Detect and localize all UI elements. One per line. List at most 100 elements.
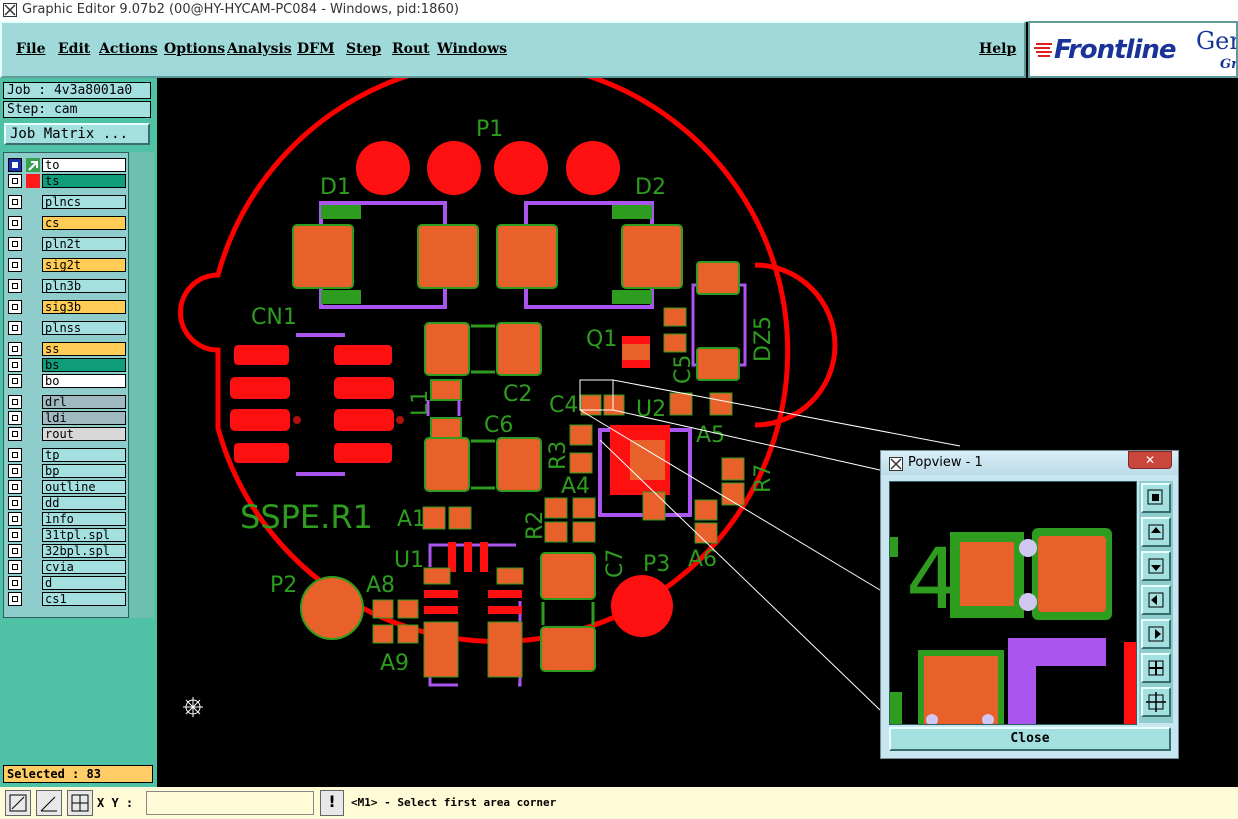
- menu-help[interactable]: Help: [979, 41, 1017, 57]
- line-mode-icon[interactable]: [5, 790, 31, 816]
- brand-gro: Gro: [1220, 57, 1238, 72]
- layer-color-swatch[interactable]: [26, 174, 40, 188]
- layer-name[interactable]: bp: [42, 464, 126, 478]
- popview-pan-up-icon[interactable]: [1141, 517, 1171, 547]
- layer-name[interactable]: plnss: [42, 321, 126, 335]
- checkbox-mark-icon: [12, 596, 18, 602]
- layer-name[interactable]: pln2t: [42, 237, 126, 251]
- layer-name[interactable]: dd: [42, 496, 126, 510]
- grid-snap-icon[interactable]: [67, 790, 93, 816]
- layer-name[interactable]: drl: [42, 395, 126, 409]
- brand-logo: Frontline Gen Gro: [1028, 21, 1238, 78]
- pcb-label-u2: U2: [636, 397, 666, 422]
- popview-close-button[interactable]: Close: [889, 727, 1171, 751]
- pcb-label-c5: C5: [671, 355, 696, 384]
- menu-step[interactable]: Step: [346, 41, 382, 57]
- layer-checkbox[interactable]: [8, 300, 22, 314]
- layer-checkbox[interactable]: [8, 395, 22, 409]
- layer-name[interactable]: d: [42, 576, 126, 590]
- checkbox-mark-icon: [12, 516, 18, 522]
- layer-name[interactable]: sig2t: [42, 258, 126, 272]
- layer-name[interactable]: cs1: [42, 592, 126, 606]
- layer-checkbox[interactable]: [8, 279, 22, 293]
- layer-name[interactable]: ss: [42, 342, 126, 356]
- layer-checkbox[interactable]: [8, 358, 22, 372]
- layer-name[interactable]: bs: [42, 358, 126, 372]
- checkbox-mark-icon: [12, 304, 18, 310]
- layer-checkbox[interactable]: [8, 496, 22, 510]
- menu-file[interactable]: File: [16, 41, 46, 57]
- popview-pan-left-icon[interactable]: [1141, 585, 1171, 615]
- layer-checkbox[interactable]: [8, 576, 22, 590]
- layer-checkbox[interactable]: [8, 448, 22, 462]
- layer-name[interactable]: cs: [42, 216, 126, 230]
- layer-checkbox[interactable]: [8, 342, 22, 356]
- menu-edit[interactable]: Edit: [58, 41, 91, 57]
- app-icon: [3, 3, 17, 17]
- layer-checkbox[interactable]: [8, 158, 22, 172]
- pcb-label-r3: R3: [546, 441, 571, 470]
- pcb-label-sspe: SSPE.R1: [240, 498, 373, 536]
- layer-checkbox[interactable]: [8, 374, 22, 388]
- layer-name[interactable]: 31tpl.spl: [42, 528, 126, 542]
- layer-name[interactable]: ts: [42, 174, 126, 188]
- layer-checkbox[interactable]: [8, 560, 22, 574]
- menu-analysis[interactable]: Analysis: [227, 41, 292, 57]
- layer-checkbox[interactable]: [8, 411, 22, 425]
- job-matrix-button[interactable]: Job Matrix ...: [4, 123, 150, 145]
- checkbox-mark-icon: [12, 283, 18, 289]
- speed-lines-icon: [1034, 43, 1052, 57]
- popview-pan-right-icon[interactable]: [1141, 619, 1171, 649]
- layer-name[interactable]: sig3b: [42, 300, 126, 314]
- pcb-view[interactable]: P1 D1 D2 CN1 Q1 C5 DZ5 L1 C2 C4 U2 C6 R3…: [157, 59, 1238, 787]
- layer-name[interactable]: 32bpl.spl: [42, 544, 126, 558]
- layer-checkbox[interactable]: [8, 258, 22, 272]
- layer-name[interactable]: ldi: [42, 411, 126, 425]
- checkbox-mark-icon: [12, 346, 18, 352]
- layer-checkbox[interactable]: [8, 592, 22, 606]
- menu-windows[interactable]: Windows: [437, 41, 508, 57]
- layer-list-scrollbar[interactable]: [130, 152, 154, 618]
- layer-name[interactable]: plncs: [42, 195, 126, 209]
- layer-checkbox[interactable]: [8, 544, 22, 558]
- brand-gen: Gen: [1196, 27, 1236, 55]
- layer-name[interactable]: rout: [42, 427, 126, 441]
- layer-checkbox[interactable]: [8, 195, 22, 209]
- menu-dfm[interactable]: DFM: [297, 41, 335, 57]
- layer-checkbox[interactable]: [8, 464, 22, 478]
- layer-checkbox[interactable]: [8, 174, 22, 188]
- layer-name[interactable]: info: [42, 512, 126, 526]
- popview-zoom-fit-icon[interactable]: [1141, 483, 1171, 513]
- layer-select-arrow-icon[interactable]: [26, 158, 40, 172]
- xy-input[interactable]: [146, 791, 314, 815]
- menu-actions[interactable]: Actions: [99, 41, 158, 57]
- layer-checkbox[interactable]: [8, 512, 22, 526]
- layer-name[interactable]: cvia: [42, 560, 126, 574]
- popview-toolbar: [1139, 481, 1173, 723]
- menu-rout[interactable]: Rout: [392, 41, 430, 57]
- angle-mode-icon[interactable]: [36, 790, 62, 816]
- menu-options[interactable]: Options: [164, 41, 226, 57]
- pcb-label-d2: D2: [635, 175, 666, 200]
- layer-name[interactable]: outline: [42, 480, 126, 494]
- layer-name[interactable]: pln3b: [42, 279, 126, 293]
- popview-close-x-icon[interactable]: ✕: [1128, 451, 1172, 469]
- layer-name[interactable]: to: [42, 158, 126, 172]
- layer-name[interactable]: bo: [42, 374, 126, 388]
- popview-canvas[interactable]: 4: [889, 481, 1137, 725]
- pcb-label-a6: A6: [688, 547, 717, 572]
- layer-checkbox[interactable]: [8, 237, 22, 251]
- layer-checkbox[interactable]: [8, 427, 22, 441]
- popview-zoom-in-icon[interactable]: [1141, 653, 1171, 683]
- popview-pan-down-icon[interactable]: [1141, 551, 1171, 581]
- layer-checkbox[interactable]: [8, 321, 22, 335]
- layer-checkbox[interactable]: [8, 480, 22, 494]
- warning-icon[interactable]: !: [320, 790, 344, 816]
- popview-app-icon: [889, 457, 903, 471]
- popview-title: Popview - 1: [908, 455, 983, 470]
- layer-checkbox[interactable]: [8, 216, 22, 230]
- layer-checkbox[interactable]: [8, 528, 22, 542]
- pcb-label-c6: C6: [484, 413, 513, 438]
- layer-name[interactable]: tp: [42, 448, 126, 462]
- popview-zoom-out-icon[interactable]: [1141, 687, 1171, 717]
